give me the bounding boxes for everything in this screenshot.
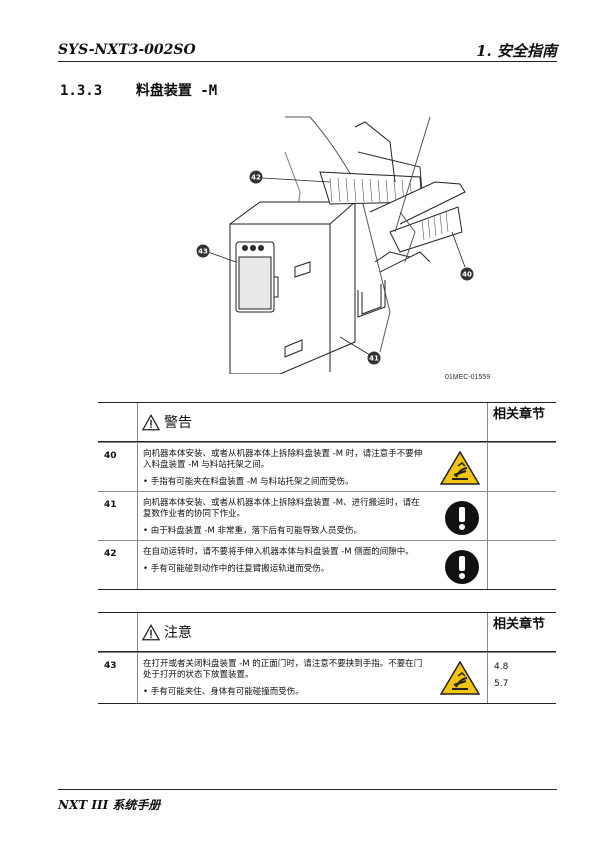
ref-link[interactable]: 4.8 xyxy=(494,662,509,672)
callout-43 xyxy=(196,244,210,258)
warning-heading: 警告 xyxy=(164,415,192,431)
row-text: 向机器本体安装、或者从机器本体上拆除料盘装置 -M、进行搬运时，请在复数作业者的… xyxy=(143,498,420,519)
ref-header: 相关章节 xyxy=(493,617,546,632)
tray-unit-figure: 42 43 40 41 xyxy=(196,116,474,374)
table-row: 42 在自动运转时，请不要将手伸入机器本体与料盘装置 -M 侧面的间隙中。 • … xyxy=(98,540,556,589)
hand-pinch-icon xyxy=(440,451,480,485)
section-title: 料盘装置 -M xyxy=(135,83,218,99)
ref-header: 相关章节 xyxy=(493,407,546,422)
caution-triangle-icon xyxy=(142,623,160,640)
section-heading: 1.3.3 料盘装置 -M xyxy=(60,80,217,100)
svg-text:42: 42 xyxy=(251,174,261,182)
row-id: 41 xyxy=(98,492,138,540)
chapter-title: 1. 安全指南 xyxy=(476,42,557,60)
footer-manual: NXT III 系统手册 xyxy=(58,798,161,812)
caution-table-header: 注意 相关章节 xyxy=(98,613,556,652)
caution-table: 注意 相关章节 43 在打开或者关闭料盘装置 -M 的正面门时，请注意不要挟到手… xyxy=(98,612,556,704)
figure-code: 01MEC-01559 xyxy=(445,374,491,381)
row-id: 42 xyxy=(98,541,138,589)
table-row: 41 向机器本体安装、或者从机器本体上拆除料盘装置 -M、进行搬运时，请在复数作… xyxy=(98,491,556,540)
row-text: 在自动运转时，请不要将手伸入机器本体与料盘装置 -M 侧面的间隙中。 xyxy=(143,547,414,557)
table-row: 43 在打开或者关闭料盘装置 -M 的正面门时，请注意不要挟到手指。不要在门处于… xyxy=(98,652,556,703)
row-bullet: • 手指有可能夹在料盘装置 -M 与料站托架之间而受伤。 xyxy=(143,477,354,487)
warning-triangle-icon xyxy=(142,413,160,430)
svg-text:43: 43 xyxy=(198,248,208,256)
row-text: 向机器本体安装、或者从机器本体上拆除料盘装置 -M 时，请注意手不要伸入料盘装置… xyxy=(143,449,423,470)
svg-text:40: 40 xyxy=(462,271,472,279)
callout-40 xyxy=(460,267,474,281)
section-number: 1.3.3 xyxy=(60,83,103,99)
hand-pinch-icon xyxy=(440,661,480,695)
doc-id: SYS-NXT3-002SO xyxy=(58,42,196,58)
svg-text:41: 41 xyxy=(369,355,379,363)
callout-41 xyxy=(367,351,381,365)
row-bullet: • 手有可能碰到动作中的往复臂搬运轨道而受伤。 xyxy=(143,564,330,574)
row-bullet: • 手有可能夹住、身体有可能碰撞而受伤。 xyxy=(143,687,304,697)
mandatory-icon xyxy=(445,501,479,535)
callout-42 xyxy=(249,170,263,184)
mandatory-icon xyxy=(445,550,479,584)
row-bullet: • 由于料盘装置 -M 非常重，落下后有可能导致人员受伤。 xyxy=(143,526,363,536)
footer-rule xyxy=(58,789,557,790)
warning-table: 警告 相关章节 40 向机器本体安装、或者从机器本体上拆除料盘装置 -M 时，请… xyxy=(98,402,556,590)
warning-table-header: 警告 相关章节 xyxy=(98,403,556,442)
header-rule xyxy=(58,61,557,62)
row-id: 43 xyxy=(98,653,138,703)
row-id: 40 xyxy=(98,443,138,491)
ref-link[interactable]: 5.7 xyxy=(494,679,509,689)
caution-heading: 注意 xyxy=(164,625,192,641)
row-text: 在打开或者关闭料盘装置 -M 的正面门时，请注意不要挟到手指。不要在门处于打开的… xyxy=(143,659,423,680)
table-row: 40 向机器本体安装、或者从机器本体上拆除料盘装置 -M 时，请注意手不要伸入料… xyxy=(98,442,556,491)
